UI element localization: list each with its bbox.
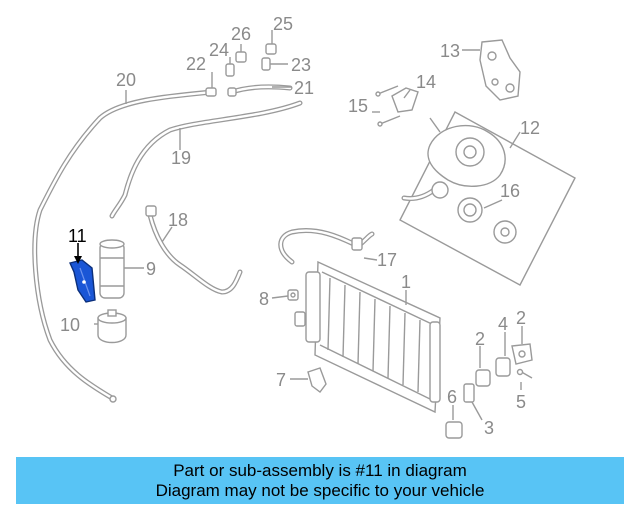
part-11-bracket xyxy=(69,259,96,303)
part-25-cap xyxy=(265,43,277,55)
part-26-cap xyxy=(235,51,247,63)
callout-21: 21 xyxy=(294,78,314,98)
hose-17 xyxy=(278,228,375,265)
callout-1: 1 xyxy=(401,272,411,292)
part-22-fitting xyxy=(205,87,217,97)
hose-18 xyxy=(145,205,243,295)
callout-12: 12 xyxy=(520,118,540,138)
part-16-clutch xyxy=(401,181,517,244)
callout-7: 7 xyxy=(276,370,286,390)
callout-24: 24 xyxy=(209,40,229,60)
part-15-bolts xyxy=(375,85,401,127)
part-7-bracket xyxy=(307,367,327,393)
part-9-receiver-drier xyxy=(99,239,125,299)
part-12-compressor-box xyxy=(399,111,576,286)
callout-4: 4 xyxy=(498,314,508,334)
part-2-fitting-right xyxy=(511,343,533,365)
leader-lines xyxy=(94,30,523,421)
part-1-condenser xyxy=(294,260,441,414)
callout-9: 9 xyxy=(146,259,156,279)
callout-15: 15 xyxy=(348,96,368,116)
hose-21 xyxy=(227,84,293,97)
callout-19: 19 xyxy=(171,148,191,168)
part-6-switch xyxy=(445,421,463,439)
part-5-seal xyxy=(516,368,533,379)
callout-23: 23 xyxy=(291,55,311,75)
part-13-bracket xyxy=(479,39,521,101)
callout-17: 17 xyxy=(377,250,397,270)
callout-3: 3 xyxy=(484,418,494,438)
part-24-screw xyxy=(225,63,235,77)
callout-6: 6 xyxy=(447,387,457,407)
callout-16: 16 xyxy=(500,181,520,201)
banner-line-2: Diagram may not be specific to your vehi… xyxy=(155,480,485,500)
callout-11: 11 xyxy=(68,226,87,246)
part-8-bolt xyxy=(287,289,299,301)
part-10-cap xyxy=(97,309,127,344)
callout-5: 5 xyxy=(516,392,526,412)
callout-18: 18 xyxy=(168,210,188,230)
info-banner: Part or sub-assembly is #11 in diagram D… xyxy=(16,457,624,504)
callout-20: 20 xyxy=(116,70,136,90)
leader-11 xyxy=(74,243,82,264)
callout-25: 25 xyxy=(273,14,293,34)
parts-diagram: 20 19 18 9 10 11 22 24 26 25 23 21 13 14… xyxy=(32,14,576,439)
banner-line-1: Part or sub-assembly is #11 in diagram xyxy=(173,460,467,480)
callout-2-right: 2 xyxy=(516,308,526,328)
part-3-valve xyxy=(463,383,475,403)
part-14-bracket xyxy=(391,87,419,113)
callout-22: 22 xyxy=(186,54,206,74)
part-4-oring xyxy=(495,357,511,377)
hose-19 xyxy=(109,100,303,219)
callout-14: 14 xyxy=(416,72,436,92)
callout-8: 8 xyxy=(259,289,269,309)
callout-10: 10 xyxy=(60,315,80,335)
callout-2-left: 2 xyxy=(475,329,485,349)
part-2-fitting-left xyxy=(475,369,491,387)
callout-26: 26 xyxy=(231,24,251,44)
hose-20 xyxy=(32,89,215,403)
part-23-valve xyxy=(261,57,271,71)
callout-13: 13 xyxy=(440,41,460,61)
